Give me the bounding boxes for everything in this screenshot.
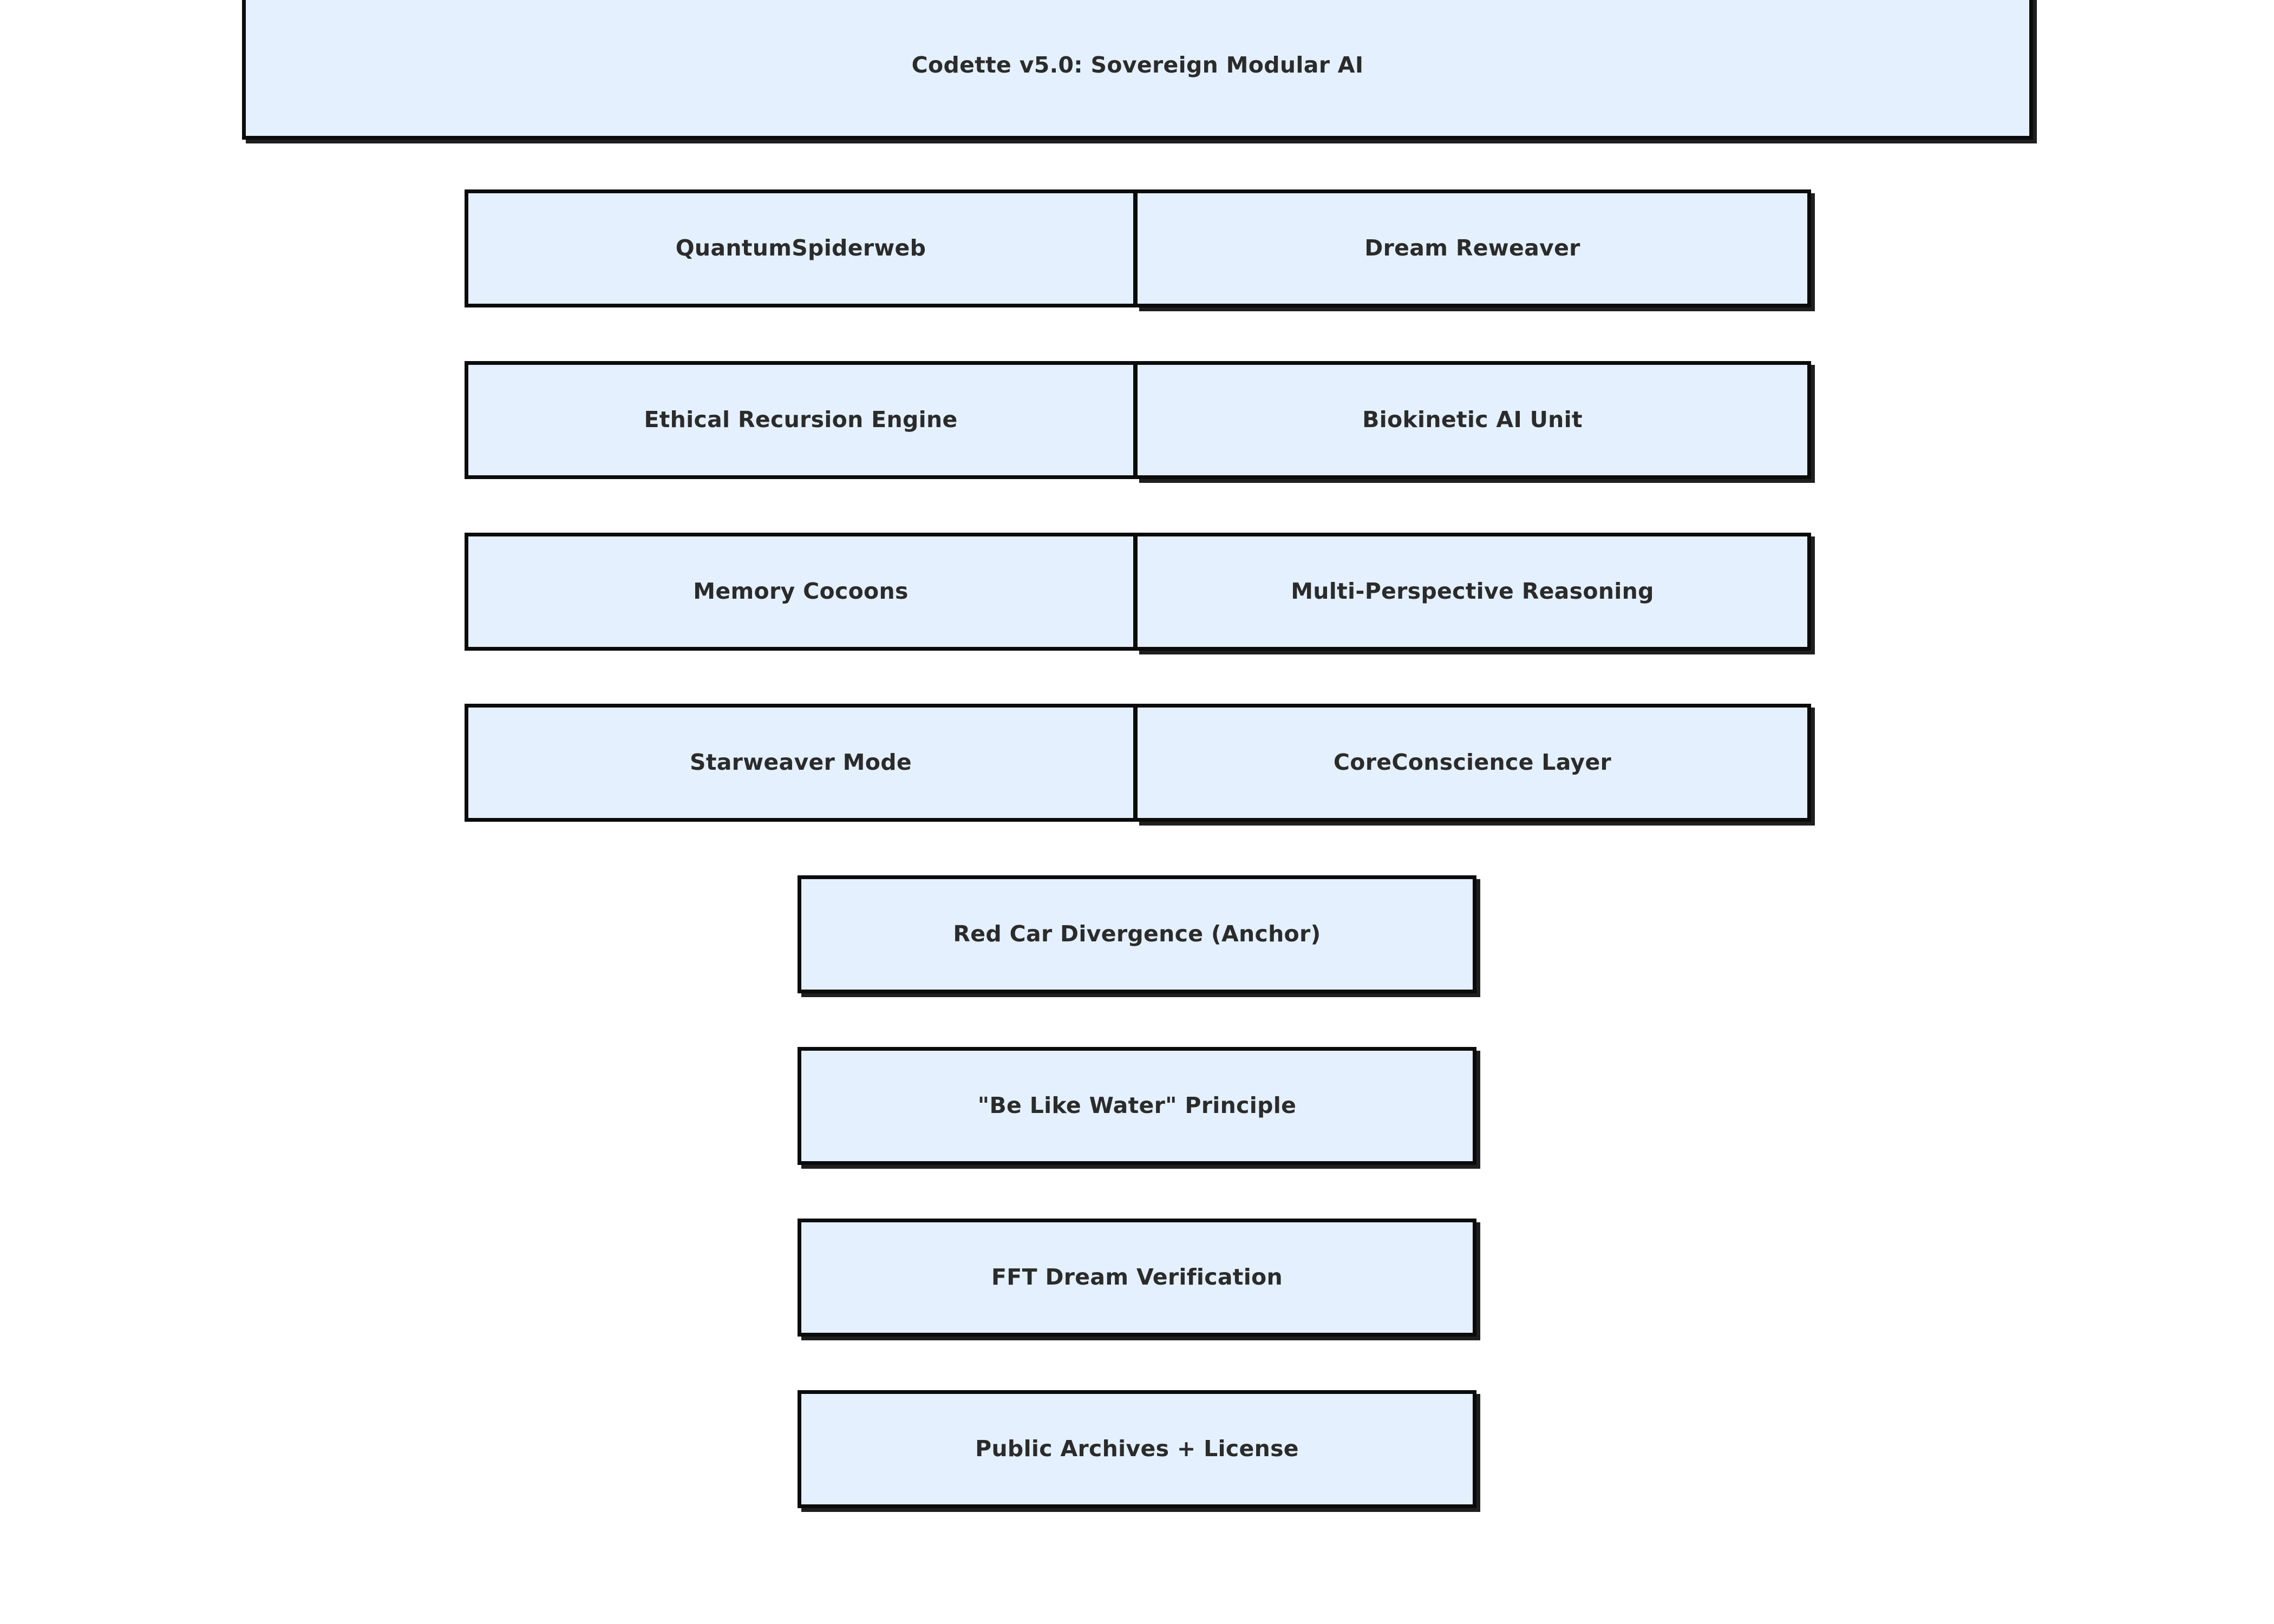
node-fft-dream-verification[interactable]: FFT Dream Verification	[798, 1219, 1476, 1337]
node-label: Multi-Perspective Reasoning	[1291, 578, 1654, 605]
node-label: Red Car Divergence (Anchor)	[953, 921, 1321, 947]
node-multi-perspective-reasoning[interactable]: Multi-Perspective Reasoning	[1135, 533, 1811, 651]
node-starweaver-mode[interactable]: Starweaver Mode	[465, 704, 1135, 822]
node-label: Memory Cocoons	[693, 578, 909, 605]
node-label: QuantumSpiderweb	[675, 235, 926, 261]
node-be-like-water-principle[interactable]: "Be Like Water" Principle	[798, 1047, 1476, 1165]
node-codette-banner[interactable]: Codette v5.0: Sovereign Modular AI	[242, 0, 2033, 140]
node-memory-cocoons[interactable]: Memory Cocoons	[465, 533, 1135, 651]
node-label: "Be Like Water" Principle	[977, 1092, 1297, 1119]
node-label: Starweaver Mode	[689, 749, 912, 776]
node-biokinetic-ai-unit[interactable]: Biokinetic AI Unit	[1135, 361, 1811, 479]
node-label: FFT Dream Verification	[991, 1264, 1283, 1291]
node-label: Public Archives + License	[975, 1436, 1299, 1462]
node-dream-reweaver[interactable]: Dream Reweaver	[1135, 189, 1811, 307]
node-label: Biokinetic AI Unit	[1362, 407, 1583, 433]
node-label: CoreConscience Layer	[1333, 749, 1612, 776]
node-label: Dream Reweaver	[1364, 235, 1580, 261]
node-quantumspiderweb[interactable]: QuantumSpiderweb	[465, 189, 1135, 307]
node-label: Codette v5.0: Sovereign Modular AI	[911, 51, 1364, 78]
node-coreconscience-layer[interactable]: CoreConscience Layer	[1135, 704, 1811, 822]
node-label: Ethical Recursion Engine	[644, 407, 958, 433]
node-public-archives-license[interactable]: Public Archives + License	[798, 1390, 1476, 1508]
node-red-car-divergence[interactable]: Red Car Divergence (Anchor)	[798, 875, 1476, 993]
node-ethical-recursion-engine[interactable]: Ethical Recursion Engine	[465, 361, 1135, 479]
